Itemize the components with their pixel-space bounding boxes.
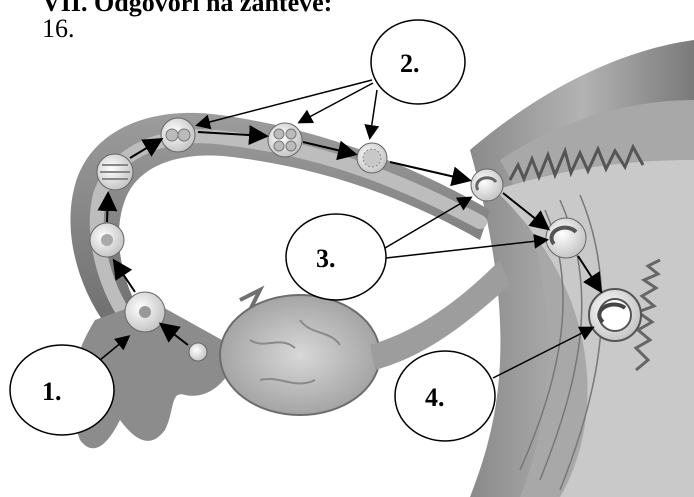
uterus: [470, 40, 694, 497]
label-1: 1.: [42, 377, 62, 406]
label-4: 4.: [425, 383, 445, 412]
label-2: 2.: [400, 49, 420, 78]
label-3: 3.: [316, 244, 336, 273]
